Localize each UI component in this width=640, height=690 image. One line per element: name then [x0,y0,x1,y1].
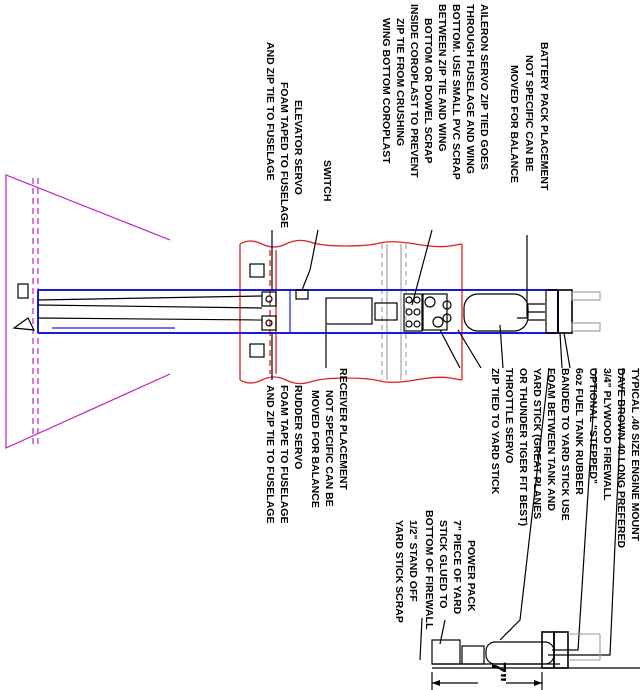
firewall-engine-mount [545,289,601,334]
battery-line-1: BATTERY PACK PLACEMENT [538,42,550,191]
engine-mount-line-1: TYPICAL .40 SIZE ENGINE MOUNT [629,368,640,542]
battery-line-3: MOVED FOR BALANCE [508,65,520,183]
horizontal-stabilizer [5,174,171,449]
label-switch: SWITCH [321,160,333,201]
label-elevator: ELEVATOR SERVO FOAM TAPED TO FUSELAGE AN… [264,42,304,228]
label-engine-mount: TYPICAL .40 SIZE ENGINE MOUNT DAVE BROWN… [615,368,640,548]
tail-servos [261,291,277,331]
power-pack-line-4: BOTTOM OF FIREWALL [423,510,435,630]
tail-details [12,283,36,331]
aileron-line-5: BOTTOM OR DOWEL SCRAP [422,18,434,163]
wing-servo-boxes [249,263,265,358]
label-receiver: RECEIVER PLACEMENT NOT SPECIFIC CAN BE M… [309,368,349,508]
aileron-line-3: BOTTOM. USE SMALL PVC SCRAP [450,4,462,180]
fuel-tank-line-5: OR THUNDER TIGER FIT BEST) [517,368,529,526]
receiver-line-2: NOT SPECIFIC CAN BE [323,390,335,507]
battery-line-2: NOT SPECIFIC CAN BE [523,55,535,172]
label-fuel-tank: 6oz FUEL TANK RUBBER BANDED TO YARD STIC… [517,368,585,526]
receiver-box [325,297,373,325]
fuselage [37,289,559,334]
dimension-label: 7" [487,662,509,683]
label-rudder: RUDDER SERVO FOAM TAPE TO FUSELAGE AND Z… [264,385,304,523]
aileron-line-1: AILERON SERVO ZIP TIED GOES [478,4,490,170]
engine-mount-line-2: DAVE BROWN 40 LONG PREFERED [615,368,627,548]
leader-lines [271,229,624,661]
power-pack-line-2: 7" PIECE OF YARD [451,520,463,615]
elevator-line-2: FOAM TAPED TO FUSELAGE [278,82,290,228]
fuel-tank-line-4: YARD STICK (GREAT PLANES [531,368,543,519]
receiver-line-3: MOVED FOR BALANCE [309,390,321,508]
battery-box [374,302,398,321]
power-pack-side-view [431,631,640,669]
label-standoff: 1/2" STAND OFF YARD STICK SCRAP [393,520,419,623]
aileron-line-8: WING BOTTOM COROPLAST [380,18,392,164]
standoff-line-2: YARD STICK SCRAP [393,520,405,623]
aileron-line-2: THROUGH FUSELAGE AND WING [464,4,476,174]
aileron-line-4: BETWEEN ZIP TIE AND WING [436,4,448,152]
dimension-7in: 7" [431,662,543,690]
rudder-line-3: AND ZIP TIE TO FUSELAGE [264,385,276,523]
aileron-line-7: ZIP TIE FROM CRUSHING [394,18,406,146]
fuel-tank-line-2: BANDED TO YARD STICK USE [559,368,571,521]
standoff-line-1: 1/2" STAND OFF [407,520,419,602]
elevator-line-3: AND ZIP TIE TO FUSELAGE [264,42,276,180]
power-pack-line-3: STICK GLUED TO [437,520,449,608]
throttle-line-1: THROTTLE SERVO [503,368,515,463]
label-aileron: AILERON SERVO ZIP TIED GOES THROUGH FUSE… [380,4,490,180]
label-throttle: THROTTLE SERVO ZIP TIED TO YARD STICK [489,368,515,495]
rudder-line-2: FOAM TAPE TO FUSELAGE [278,385,290,523]
throttle-line-2: ZIP TIED TO YARD STICK [489,368,501,495]
switch-box [295,289,309,300]
fuel-tank-line-1: 6oz FUEL TANK RUBBER [573,368,585,495]
throttle-servo [422,293,452,331]
aileron-line-6: INSIDE COROPLAST TO PREVENT [408,4,420,178]
label-battery: BATTERY PACK PLACEMENT NOT SPECIFIC CAN … [508,42,550,191]
power-pack-cells [403,293,423,332]
power-pack-line-1: POWER PACK [465,540,477,612]
wing-outline [239,239,463,385]
fuel-tank-line-3: FOAM BETWEEN TANK AND [545,368,557,511]
firewall-line-2: OPTIONAL "STEPPED" [587,368,599,484]
label-firewall: 3/4" PLYWOOD FIREWALL OPTIONAL "STEPPED" [587,368,613,501]
firewall-line-1: 3/4" PLYWOOD FIREWALL [601,368,613,501]
receiver-line-1: RECEIVER PLACEMENT [337,368,349,491]
rudder-line-1: RUDDER SERVO [292,385,304,469]
elevator-line-1: ELEVATOR SERVO [292,100,304,195]
fuel-tank [463,293,545,332]
switch-line-1: SWITCH [321,160,333,201]
label-power-pack: POWER PACK 7" PIECE OF YARD STICK GLUED … [423,510,477,630]
